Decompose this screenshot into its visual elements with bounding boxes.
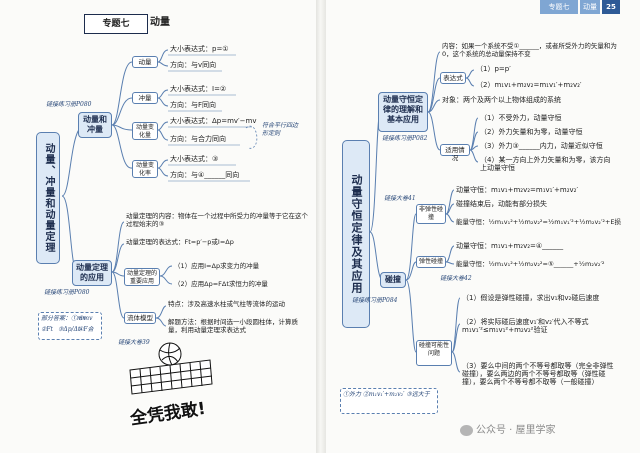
answer-2-left: ②Ft (41, 326, 53, 333)
fluid-solution: 解题方法：根据时间选一小段圆柱体，计算质量，利用动量定理求表达式 (168, 318, 298, 334)
rate-direction: 方向：与④______同向 (170, 171, 240, 179)
possibility-1: （1）假设是弹性碰撞，求出v₁和v₂碰后速度 (462, 294, 600, 302)
momentum-size: 大小表达式：p=① (170, 45, 229, 53)
answer-3-left: ③Δp/Δt (58, 326, 81, 333)
theorem-content: 动量定理的内容：物体在一个过程中所受力的冲量等于它在这个过程始末的③ (126, 212, 308, 228)
answer-box-right (340, 388, 438, 414)
page-gutter (316, 0, 326, 453)
inelastic-momentum: 动量守恒：m₁v₁+m₂v₂=m₁v₁′+m₂v₂′ (456, 186, 579, 194)
possibility-2: （2）将实际碰后速度v₁′和v₂′代入不等式m₁v₁′²≤m₁v₁²+m₂v₂²… (462, 318, 589, 334)
link-workbook-p082: 链接练习册P082 (382, 135, 428, 142)
right-header-tag: 专题七 (540, 0, 578, 14)
answer-4-left: ④F合 (78, 326, 94, 333)
sub-theorem-apps: 动量定理的重要应用 (124, 268, 160, 286)
sub-impulse: 冲量 (132, 92, 158, 104)
condition-3: （3）外力③______内力，动量近似守恒 (480, 142, 603, 150)
chapter-title: 动量 (150, 17, 170, 28)
momentum-direction: 方向：与v同向 (170, 61, 217, 69)
elastic-momentum: 动量守恒：m₁v₁+m₂v₂=④______ (456, 242, 564, 250)
answers-label-left: 部分答案：①mv (41, 315, 87, 322)
volleyball-illustration (129, 342, 213, 395)
right-main-title: 动量守恒定律及其应用 (342, 140, 370, 328)
sub-momentum: 动量 (132, 56, 158, 68)
left-main-title: 动量、冲量和动量定理 (36, 132, 60, 264)
theorem-app1: （1）应用I=Δp求变力的冲量 (174, 262, 260, 270)
branch-conservation: 动量守恒定律的理解和基本应用 (378, 92, 428, 132)
conservation-content: 内容：如果一个系统不受①______，或者所受外力的矢量和为0，这个系统的总动量… (442, 42, 617, 58)
wechat-icon (460, 425, 473, 436)
link-exam-42: 链接大卷42 (440, 275, 472, 282)
sub-collision-possibility: 碰撞可能性问题 (416, 340, 452, 366)
impulse-direction: 方向：与F同向 (170, 101, 217, 109)
sub-fluid-model: 流体模型 (124, 312, 156, 324)
condition-4: （4）某一方向上外力矢量和为零，该方向上动量守恒 (480, 156, 611, 172)
link-exam-41: 链接大卷41 (384, 195, 416, 202)
branch-collision: 碰撞 (380, 272, 406, 288)
sub-momentum-change: 动量变化量 (132, 122, 158, 140)
link-workbook-p080-a: 链接练习册P080 (46, 101, 92, 108)
branch-theorem-application: 动量定理的应用 (72, 260, 112, 286)
rate-size: 大小表达式：③ (170, 155, 219, 163)
change-direction: 方向：与合力同向 (170, 135, 226, 143)
condition-1: （1）不受外力，动量守恒 (480, 114, 562, 122)
condition-2: （2）外力矢量和为零，动量守恒 (480, 128, 583, 136)
sub-expression: 表达式 (440, 72, 466, 84)
watermark: 公众号 · 屋里学家 (476, 425, 556, 436)
theorem-expression: 动量定理的表达式：Ft=p′−p或I=Δp (126, 238, 234, 246)
answer-box-left (38, 312, 102, 340)
link-workbook-p084: 链接练习册P084 (352, 297, 398, 304)
sub-applicable-conditions: 适用情况 (440, 144, 470, 162)
possibility-3: （3）要么中间的两个不等号都取等（完全非弹性碰撞），要么两边的两个不等号都取等（… (462, 362, 614, 386)
sub-elastic: 弹性碰撞 (416, 256, 446, 268)
right-header-tag-sub: 动量 (580, 0, 600, 14)
link-exam-39: 链接大卷39 (118, 339, 150, 346)
impulse-size: 大小表达式：I=② (170, 85, 227, 93)
expression-1: （1）p=p′ (476, 65, 511, 73)
change-size: 大小表达式：Δp=mv′−mv (170, 117, 257, 125)
inelastic-energy: 能量守恒：½m₁v₁²+½m₂v₂²=½m₁v₁′²+½m₂v₂′²+E损 (456, 218, 622, 226)
answer-5-left: ⑤mv (78, 315, 93, 322)
sub-inelastic: 非弹性碰撞 (416, 204, 446, 224)
answers-right: ①外力 ②m₁v₁′+m₂v₂′ ③远大于 (343, 391, 430, 398)
inelastic-energy-loss: 碰撞结束后，动能有部分损失 (456, 200, 547, 208)
chapter-tag: 专题七 (84, 14, 148, 34)
parallelogram-note: 符合平行四边形定则 (262, 122, 299, 137)
expression-2: （2）m₁v₁+m₂v₂=m₁v₁′+m₂v₂′ (476, 81, 582, 89)
theorem-app2: （2）应用Δp=FΔt求恒力的冲量 (174, 280, 268, 288)
link-workbook-p080-b: 链接练习册P080 (44, 289, 90, 296)
elastic-energy: 能量守恒：½m₁v₁²+½m₂v₂²=⑤______+½m₂v₂′² (456, 260, 605, 268)
sub-momentum-rate: 动量变化率 (132, 160, 158, 178)
conservation-object: 对象：两个及两个以上物体组成的系统 (442, 96, 561, 104)
page-number: 25 (602, 0, 620, 14)
fluid-feature: 特点：涉及高速水柱或气柱等流体的运动 (168, 300, 285, 308)
branch-momentum-impulse: 动量和冲量 (78, 112, 112, 138)
